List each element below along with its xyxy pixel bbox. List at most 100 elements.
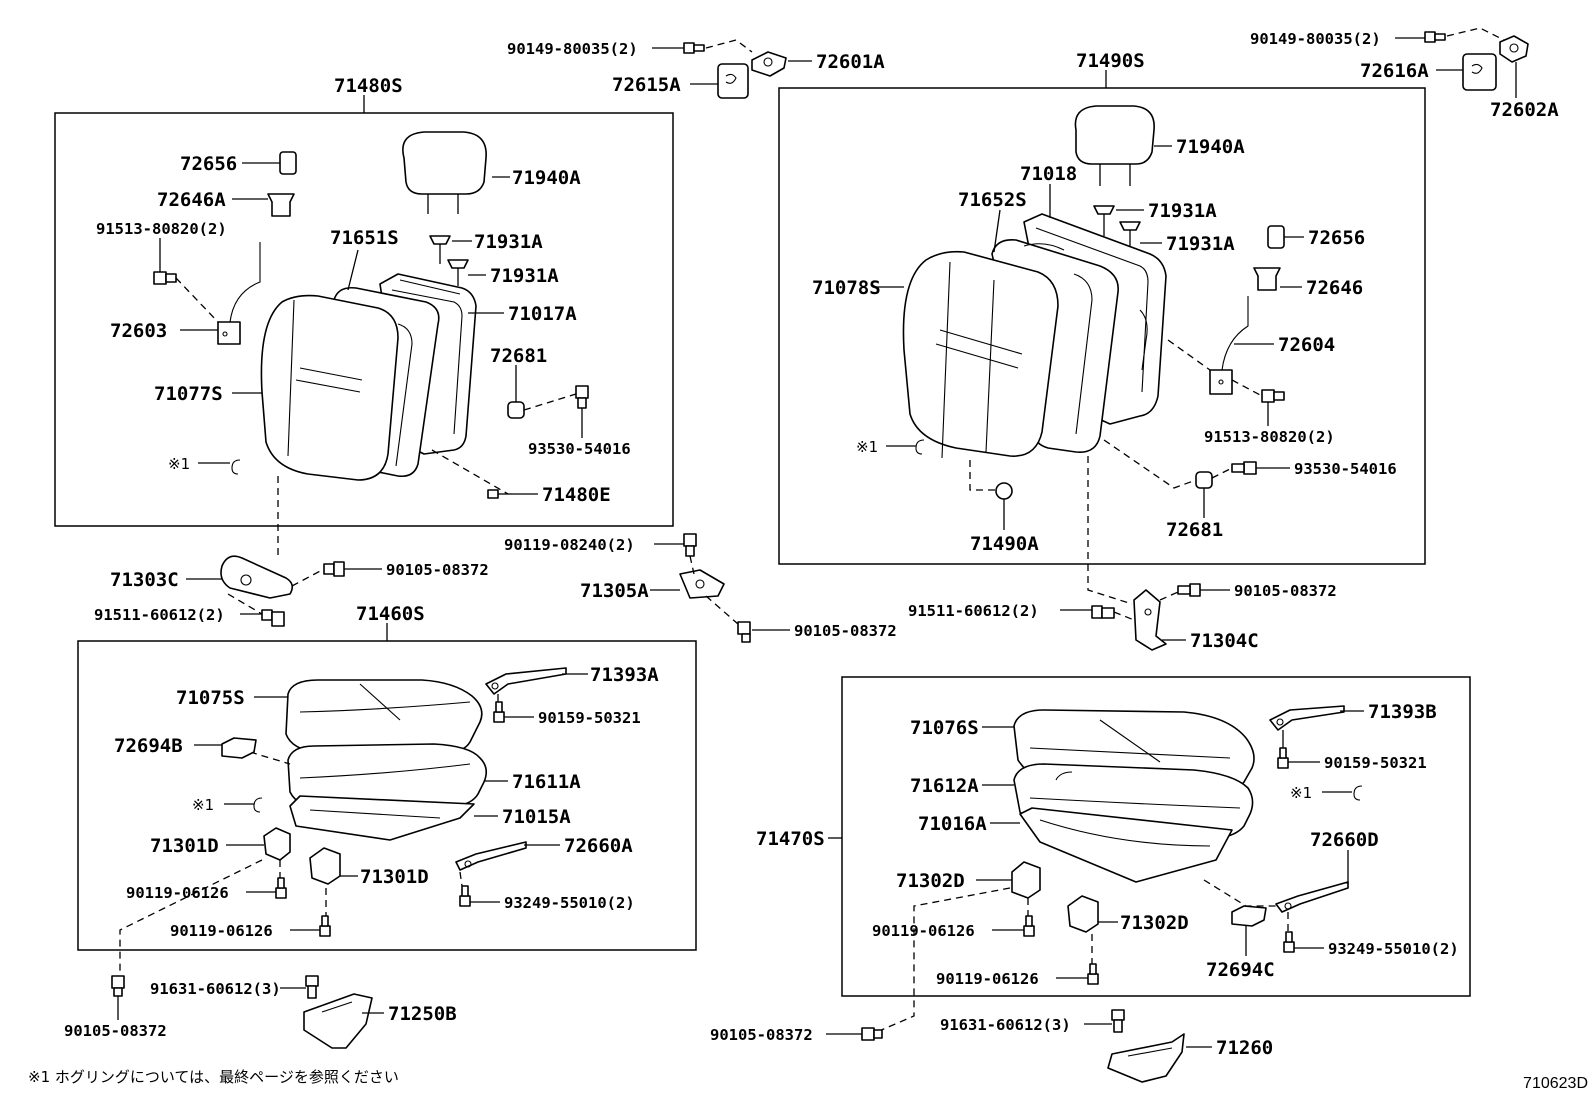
bolt-91511-60612-left-drawing	[261, 609, 285, 627]
guide-71931A-right-drawing	[1093, 205, 1141, 256]
label-90105-08372-a: 90105-08372	[386, 561, 489, 579]
bolt-90105-08372-a-drawing	[323, 561, 345, 577]
label-90119-06126-a: 90119-06126	[126, 884, 229, 902]
nut-72681-right-drawing	[1195, 471, 1213, 489]
cushion-cover-71075S-drawing	[285, 679, 483, 753]
label-72602A: 72602A	[1490, 99, 1559, 121]
bracket-71393A-drawing	[485, 667, 567, 695]
label-71931A-right-1: 71931A	[1148, 200, 1217, 222]
label-93530-54016-left: 93530-54016	[528, 440, 631, 458]
hinge-71303C-drawing	[220, 555, 294, 599]
bracket-71301D-a-drawing	[263, 827, 291, 861]
guide-71931A-left-drawing	[429, 235, 469, 286]
label-72601A: 72601A	[816, 51, 885, 73]
bolt-91513-80820-right-drawing	[1261, 389, 1285, 403]
holder-72646-drawing	[1253, 267, 1281, 291]
bracket-71260-drawing	[1107, 1033, 1185, 1083]
headrest-71940A-right-drawing	[1074, 105, 1155, 186]
hogring-note1-cushion-right-drawing	[1353, 785, 1363, 801]
label-90119-06126-c: 90119-06126	[872, 922, 975, 940]
label-71393A: 71393A	[590, 664, 659, 686]
label-71470S: 71470S	[756, 828, 825, 850]
label-71940A-left: 71940A	[512, 167, 581, 189]
bolt-90105-08372-c-drawing	[1177, 583, 1201, 597]
group-box-71490S	[778, 87, 1426, 565]
label-71076S: 71076S	[910, 717, 979, 739]
label-71250B: 71250B	[388, 1003, 457, 1025]
label-72646A: 72646A	[157, 189, 226, 211]
label-90105-08372-d: 90105-08372	[64, 1022, 167, 1040]
bracket-72660A-drawing	[455, 841, 527, 871]
hogring-note1-left-drawing	[231, 459, 241, 475]
label-91511-60612-left: 91511-60612(2)	[94, 606, 225, 624]
bolt-93530-54016-left-drawing	[575, 385, 589, 409]
label-note1-cushion-right: ※1	[1290, 784, 1312, 802]
label-71480E: 71480E	[542, 484, 611, 506]
label-71652S: 71652S	[958, 189, 1027, 211]
bolt-90105-08372-d-drawing	[111, 975, 125, 997]
cushion-frame-71015A-drawing	[289, 795, 475, 841]
label-71018: 71018	[1020, 163, 1077, 185]
label-71460S: 71460S	[356, 603, 425, 625]
label-note1-cushion-left: ※1	[192, 796, 214, 814]
bracket-71301D-b-drawing	[309, 847, 341, 885]
label-72604: 72604	[1278, 334, 1335, 356]
label-71302D-a: 71302D	[896, 870, 965, 892]
bolt-93530-54016-right-drawing	[1231, 461, 1257, 475]
label-72656-left: 72656	[180, 153, 237, 175]
bolt-91631-60612-right-drawing	[1111, 1009, 1125, 1033]
bolt-90159-50321-right-drawing	[1277, 747, 1289, 769]
label-91513-80820-right: 91513-80820(2)	[1204, 428, 1335, 446]
bolt-90149-80035-a-drawing	[683, 42, 705, 54]
label-93530-54016-right: 93530-54016	[1294, 460, 1397, 478]
label-71260: 71260	[1216, 1037, 1273, 1059]
label-71305A: 71305A	[580, 580, 649, 602]
label-71078S: 71078S	[812, 277, 881, 299]
group-box-71470S	[841, 676, 1471, 997]
label-71017A: 71017A	[508, 303, 577, 325]
cover-71077S-drawing	[260, 294, 399, 481]
cap-72656-right-drawing	[1267, 225, 1285, 249]
part-72615A-drawing	[717, 63, 749, 99]
bracket-71302D-a-drawing	[1011, 861, 1041, 899]
label-71077S: 71077S	[154, 383, 223, 405]
part-72602A-drawing	[1499, 35, 1529, 63]
bolt-93249-55010-left-drawing	[459, 885, 471, 907]
label-91511-60612-right: 91511-60612(2)	[908, 602, 1039, 620]
footnote-hogring: ※1 ホグリングについては、最終ページを参照ください	[28, 1068, 399, 1086]
cap-71490A-drawing	[995, 482, 1013, 500]
label-71940A-right: 71940A	[1176, 136, 1245, 158]
label-72615A: 72615A	[612, 74, 681, 96]
label-71015A: 71015A	[502, 806, 571, 828]
label-71611A: 71611A	[512, 771, 581, 793]
label-71651S: 71651S	[330, 227, 399, 249]
label-71393B: 71393B	[1368, 701, 1437, 723]
label-71301D-b: 71301D	[360, 866, 429, 888]
label-72616A: 72616A	[1360, 60, 1429, 82]
label-91631-60612-right: 91631-60612(3)	[940, 1016, 1071, 1034]
label-93249-55010-right: 93249-55010(2)	[1328, 940, 1459, 958]
bracket-71250B-drawing	[303, 993, 373, 1049]
bolt-90159-50321-left-drawing	[493, 701, 505, 723]
bolt-90119-06126-a-drawing	[275, 877, 287, 899]
label-91631-60612-left: 91631-60612(3)	[150, 980, 281, 998]
bolt-93249-55010-right-drawing	[1283, 931, 1295, 953]
label-71490A: 71490A	[970, 533, 1039, 555]
bolt-90119-06126-c-drawing	[1023, 915, 1035, 937]
hinge-71304C-drawing	[1133, 589, 1167, 651]
label-72656-right: 72656	[1308, 227, 1365, 249]
label-71931A-right-2: 71931A	[1166, 233, 1235, 255]
cover-71078S-drawing	[902, 250, 1059, 459]
label-71304C: 71304C	[1190, 630, 1259, 652]
label-90105-08372-b: 90105-08372	[794, 622, 897, 640]
label-71490S: 71490S	[1076, 50, 1145, 72]
bracket-72604-drawing	[1209, 296, 1249, 395]
diagram-code: 710623D	[1523, 1075, 1588, 1092]
bolt-90119-08240-drawing	[683, 533, 697, 557]
bolt-90119-06126-b-drawing	[319, 915, 331, 937]
label-90105-08372-e: 90105-08372	[710, 1026, 813, 1044]
bracket-71302D-b-drawing	[1067, 895, 1099, 933]
label-71303C: 71303C	[110, 569, 179, 591]
bolt-91631-60612-left-drawing	[305, 975, 319, 999]
